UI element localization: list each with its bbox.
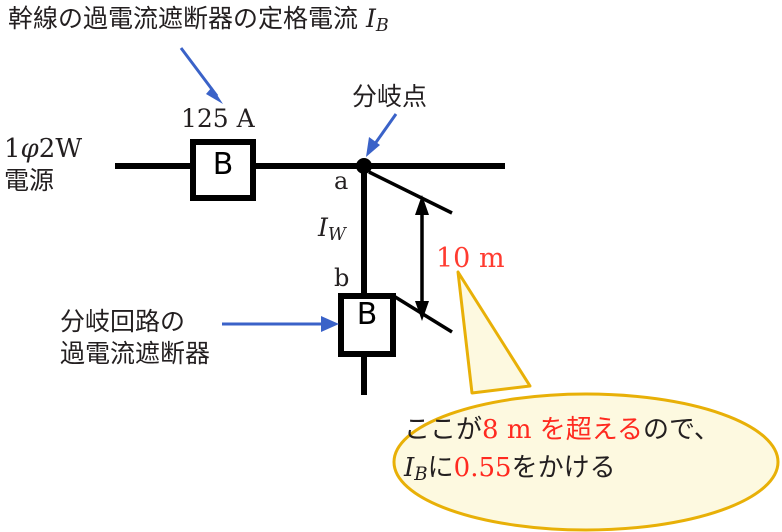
callout-ellipse bbox=[392, 392, 780, 532]
main-breaker-rating-note: 幹線の過電流遮断器の定格電流 IB bbox=[8, 4, 389, 36]
branch-breaker-note: 分岐回路の 過電流遮断器 bbox=[60, 307, 210, 368]
branch-point-label: 分岐点 bbox=[352, 82, 428, 111]
callout-l1-part1: ここが bbox=[404, 415, 483, 445]
branch-breaker-note-line2: 過電流遮断器 bbox=[60, 338, 211, 368]
pointer-title-to-rating bbox=[179, 47, 223, 104]
callout-symbol-ib: IB bbox=[404, 453, 428, 485]
branch-breaker-symbol: B bbox=[356, 297, 378, 332]
supply-source-text: 電源 bbox=[4, 165, 55, 195]
supply-label: 1φ2W 電源 bbox=[4, 134, 82, 195]
main-breaker-box bbox=[190, 139, 256, 201]
symbol-ib-title: IB bbox=[365, 4, 389, 36]
callout-balloon bbox=[392, 270, 780, 532]
main-breaker-rating-note-text: 幹線の過電流遮断器の定格電流 bbox=[8, 4, 359, 33]
callout-l1-part2: ので、 bbox=[642, 415, 720, 445]
main-breaker-symbol: B bbox=[212, 147, 234, 182]
junction-dot bbox=[356, 158, 372, 174]
symbol-iw: IW bbox=[318, 213, 346, 245]
main-breaker-rating-value: 125 A bbox=[181, 104, 255, 133]
callout-text-line2: IBに0.55をかける bbox=[404, 453, 616, 485]
callout-tail bbox=[456, 270, 532, 395]
callout-l2-highlight: 0.55 bbox=[453, 453, 512, 483]
pointer-branchpoint-to-node bbox=[366, 113, 398, 157]
node-label-b: b bbox=[334, 264, 350, 292]
callout-text-line1: ここが8 m を超えるので、 bbox=[404, 415, 720, 446]
branch-breaker-box bbox=[338, 293, 396, 357]
callout-l2-part1: に bbox=[427, 453, 454, 483]
pointer-note-to-branch-breaker bbox=[222, 316, 339, 332]
dimension-arrow bbox=[415, 195, 429, 321]
dimension-value-label: 10 m bbox=[436, 243, 505, 274]
callout-l2-part2: をかける bbox=[511, 453, 616, 483]
dimension-extension-upper bbox=[368, 170, 453, 215]
callout-l1-highlight: 8 m を超える bbox=[482, 415, 643, 445]
supply-phase-spec: 1φ2W bbox=[4, 134, 83, 164]
branch-breaker-note-line1: 分岐回路の bbox=[60, 307, 186, 336]
node-label-a: a bbox=[334, 167, 349, 195]
